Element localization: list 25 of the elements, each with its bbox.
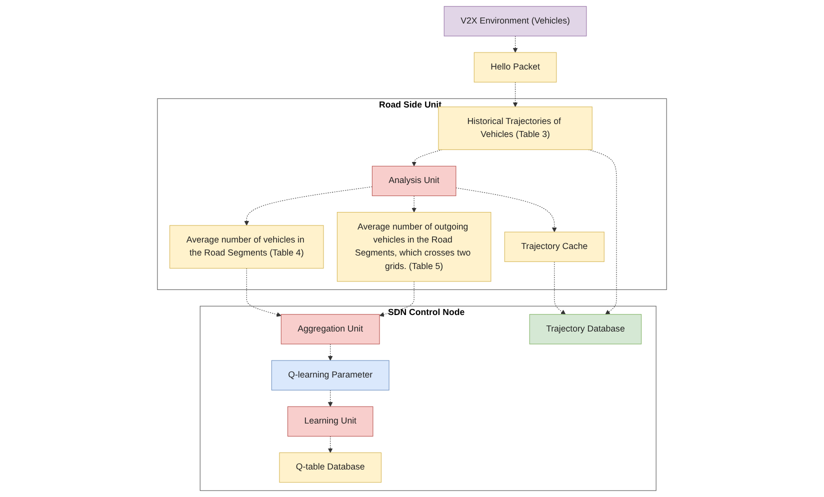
node-box: Analysis Unit	[372, 166, 456, 196]
node-box: Hello Packet	[474, 52, 557, 82]
node-box: Historical Trajectories of Vehicles (Table 3)	[438, 106, 592, 150]
arrow	[328, 390, 333, 407]
arrow	[379, 281, 414, 317]
node-box: Q-learning Parameter	[271, 360, 390, 390]
arrow	[554, 261, 566, 315]
arrow	[328, 436, 333, 453]
arrow	[244, 186, 372, 226]
arrow	[412, 149, 442, 166]
arrow	[328, 344, 333, 361]
node-box: Q-table Database	[279, 452, 382, 483]
arrow	[512, 36, 518, 53]
node-box: Aggregation Unit	[280, 314, 380, 344]
node-box: V2X Environment (Vehicles)	[444, 6, 587, 36]
arrow	[246, 268, 282, 317]
node-box: Learning Unit	[287, 406, 374, 437]
arrow	[412, 196, 416, 212]
node-box: Average number of vehicles in the Road Segments (Table 4)	[169, 225, 324, 269]
node-box: Average number of outgoing vehicles in the Road Segments, which crosses two grids. (Table 5)	[336, 212, 492, 282]
node-box: Trajectory Database	[529, 314, 642, 344]
arrow	[512, 82, 518, 108]
arrow	[456, 188, 557, 232]
node-box: Trajectory Cache	[504, 232, 604, 262]
arrow	[588, 149, 617, 315]
